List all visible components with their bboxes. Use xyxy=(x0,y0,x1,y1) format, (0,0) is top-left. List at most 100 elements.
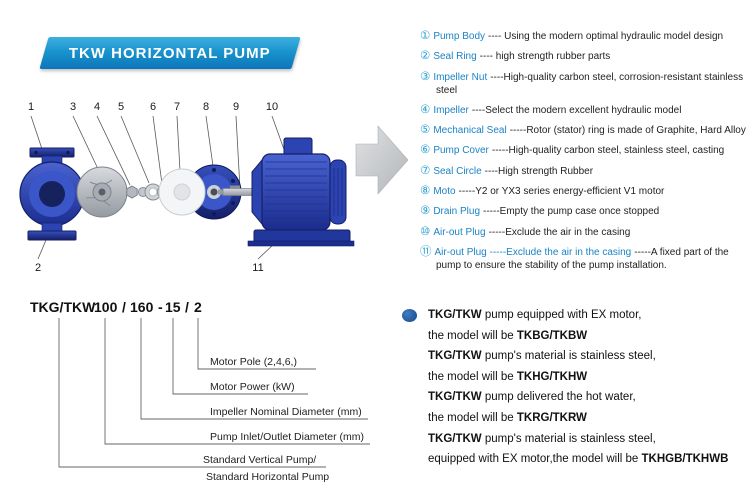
note-text-segment: TKG/TKW xyxy=(428,391,482,404)
motor-base xyxy=(247,229,355,247)
label-inlet-outlet: Pump Inlet/Outlet Diameter (mm) xyxy=(210,431,364,443)
label-motor-power: Motor Power (kW) xyxy=(210,381,295,393)
part-name: Seal Circle xyxy=(433,165,482,177)
exploded-diagram: 1 3 4 5 6 7 8 9 10 2 11 xyxy=(19,101,409,274)
title-banner: TKW HORIZONTAL PUMP xyxy=(39,37,301,69)
note-text-segment: the model will be xyxy=(428,411,517,424)
callout-number: 9 xyxy=(233,101,239,113)
callout-number: 7 xyxy=(174,101,180,113)
note-line: the model will be TKBG/TKBW xyxy=(404,326,754,347)
model-code-power: 15 xyxy=(165,299,181,315)
callout-numbers: 1 3 4 5 6 7 8 9 10 2 11 xyxy=(28,101,278,274)
callout-number: 2 xyxy=(35,262,41,274)
part-description: ---- high strength rubber parts xyxy=(479,51,611,63)
bullet-icon xyxy=(402,309,417,322)
part-name: Air-out Plug -----Exclude the air in the… xyxy=(434,246,632,258)
note-text-segment: pump's material is stainless steel, xyxy=(481,350,656,363)
seal-circle-disc xyxy=(158,168,206,216)
label-standard-pump-1: Standard Vertical Pump/ xyxy=(203,454,316,466)
model-code-series: TKG/TKW xyxy=(30,299,96,315)
note-line: the model will be TKRG/TKRW xyxy=(404,408,754,429)
model-code-pole: 2 xyxy=(194,299,202,315)
impeller-nut xyxy=(126,185,148,199)
leader-lines xyxy=(30,115,287,260)
note-text-segment: TKG/TKW xyxy=(428,350,482,363)
model-code-sep: / xyxy=(185,299,189,315)
note-text-segment: pump delivered the hot water, xyxy=(481,391,636,404)
code-connector-lines xyxy=(58,318,370,468)
part-description: ----Select the modern excellent hydrauli… xyxy=(471,104,682,116)
part-number-icon: ⑪ xyxy=(420,245,432,258)
part-name: Impeller Nut xyxy=(433,71,488,83)
part-description: ----High strength Rubber xyxy=(484,165,594,177)
part-name: Moto xyxy=(433,186,456,198)
note-text-segment: TKHG/TKHW xyxy=(516,370,588,383)
callout-number: 11 xyxy=(252,262,263,274)
part-number-icon: ② xyxy=(420,50,431,63)
callout-number: 10 xyxy=(266,101,278,113)
callout-number: 4 xyxy=(94,101,100,113)
part-number-icon: ⑧ xyxy=(420,185,431,198)
note-text-segment: TKHGB/TKHWB xyxy=(641,453,729,466)
part-number-icon: ⑦ xyxy=(420,164,431,177)
callout-number: 3 xyxy=(70,101,76,113)
motor xyxy=(251,137,347,231)
model-code-sep: - xyxy=(158,299,163,315)
note-line: TKG/TKW pump delivered the hot water, xyxy=(404,387,754,408)
part-name: Seal Ring xyxy=(433,51,477,63)
part-number-icon: ④ xyxy=(420,103,431,116)
part-name: Pump Body xyxy=(433,31,486,42)
part-name: Drain Plug xyxy=(433,206,481,218)
note-line: TKG/TKW pump's material is stainless ste… xyxy=(404,346,754,367)
part-name: Pump Cover xyxy=(433,145,489,157)
part-name: Impeller xyxy=(433,104,469,116)
note-text-segment: equipped with EX motor,the model will be xyxy=(428,453,642,466)
part-number-icon: ⑥ xyxy=(420,144,431,157)
pump-casing xyxy=(19,147,85,241)
part-description: -----High-quality carbon steel, stainles… xyxy=(491,145,725,157)
note-line: equipped with EX motor,the model will be… xyxy=(404,449,754,470)
note-text-segment: the model will be xyxy=(428,370,517,383)
model-code-diameter: 160 xyxy=(130,299,154,315)
part-description: ---- Using the modern optimal hydraulic … xyxy=(488,31,724,42)
note-text-segment: the model will be xyxy=(428,329,517,342)
label-motor-pole: Motor Pole (2,4,6,) xyxy=(210,356,297,368)
impeller xyxy=(76,166,128,218)
model-code-inlet: 100 xyxy=(94,299,118,315)
note-text-segment: TKRG/TKRW xyxy=(516,411,587,424)
note-text-segment: TKG/TKW xyxy=(428,309,482,321)
part-description: -----Exclude the air in the casing xyxy=(488,226,631,238)
model-code-sep: / xyxy=(122,299,126,315)
callout-number: 6 xyxy=(150,101,156,113)
part-name: Mechanical Seal xyxy=(433,125,507,137)
part-number-icon: ① xyxy=(420,30,431,42)
note-text-segment: pump's material is stainless steel, xyxy=(481,432,656,445)
callout-number: 1 xyxy=(28,101,34,113)
callout-number: 5 xyxy=(118,101,124,113)
note-text-segment: TKBG/TKBW xyxy=(516,329,588,342)
part-number-icon: ⑤ xyxy=(420,124,431,137)
note-line: the model will be TKHG/TKHW xyxy=(404,367,754,388)
note-text-segment: TKG/TKW xyxy=(428,432,482,445)
part-number-icon: ⑩ xyxy=(420,225,431,238)
note-line: TKG/TKW pump equipped with EX motor, xyxy=(404,305,754,326)
note-text-segment: pump equipped with EX motor, xyxy=(481,309,642,321)
part-description: -----Empty the pump case once stopped xyxy=(483,206,660,218)
callout-number: 8 xyxy=(203,101,209,113)
label-standard-pump-2: Standard Horizontal Pump xyxy=(206,471,329,483)
part-description: ----High-quality carbon steel, corrosion… xyxy=(436,71,744,96)
part-description: -----Y2 or YX3 series energy-efficient V… xyxy=(458,186,665,198)
note-line: TKG/TKW pump's material is stainless ste… xyxy=(404,429,754,450)
